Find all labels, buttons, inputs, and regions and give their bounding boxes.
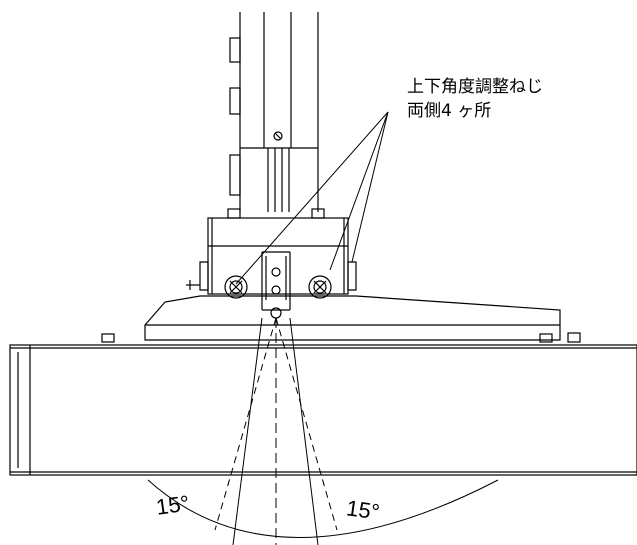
left-adjustment-screw-icon bbox=[224, 275, 248, 299]
adjustment-screw-callout: 上下角度調整ねじ 両側4 ヶ所 bbox=[407, 75, 543, 123]
right-adjustment-screw-icon bbox=[308, 275, 332, 299]
vertical-pole bbox=[229, 12, 319, 212]
upper-bracket bbox=[186, 208, 357, 311]
pole-bolt-icon bbox=[273, 131, 283, 141]
base-plate bbox=[101, 295, 581, 343]
tilt-range-lines bbox=[147, 317, 499, 545]
callout-leader-lines bbox=[235, 111, 389, 285]
callout-line-2: 両側4 ヶ所 bbox=[407, 101, 492, 121]
projector-body bbox=[9, 344, 637, 476]
right-angle-label: 15° bbox=[345, 495, 381, 524]
left-angle-label: 15° bbox=[154, 490, 190, 519]
callout-line-1: 上下角度調整ねじ bbox=[407, 77, 543, 97]
